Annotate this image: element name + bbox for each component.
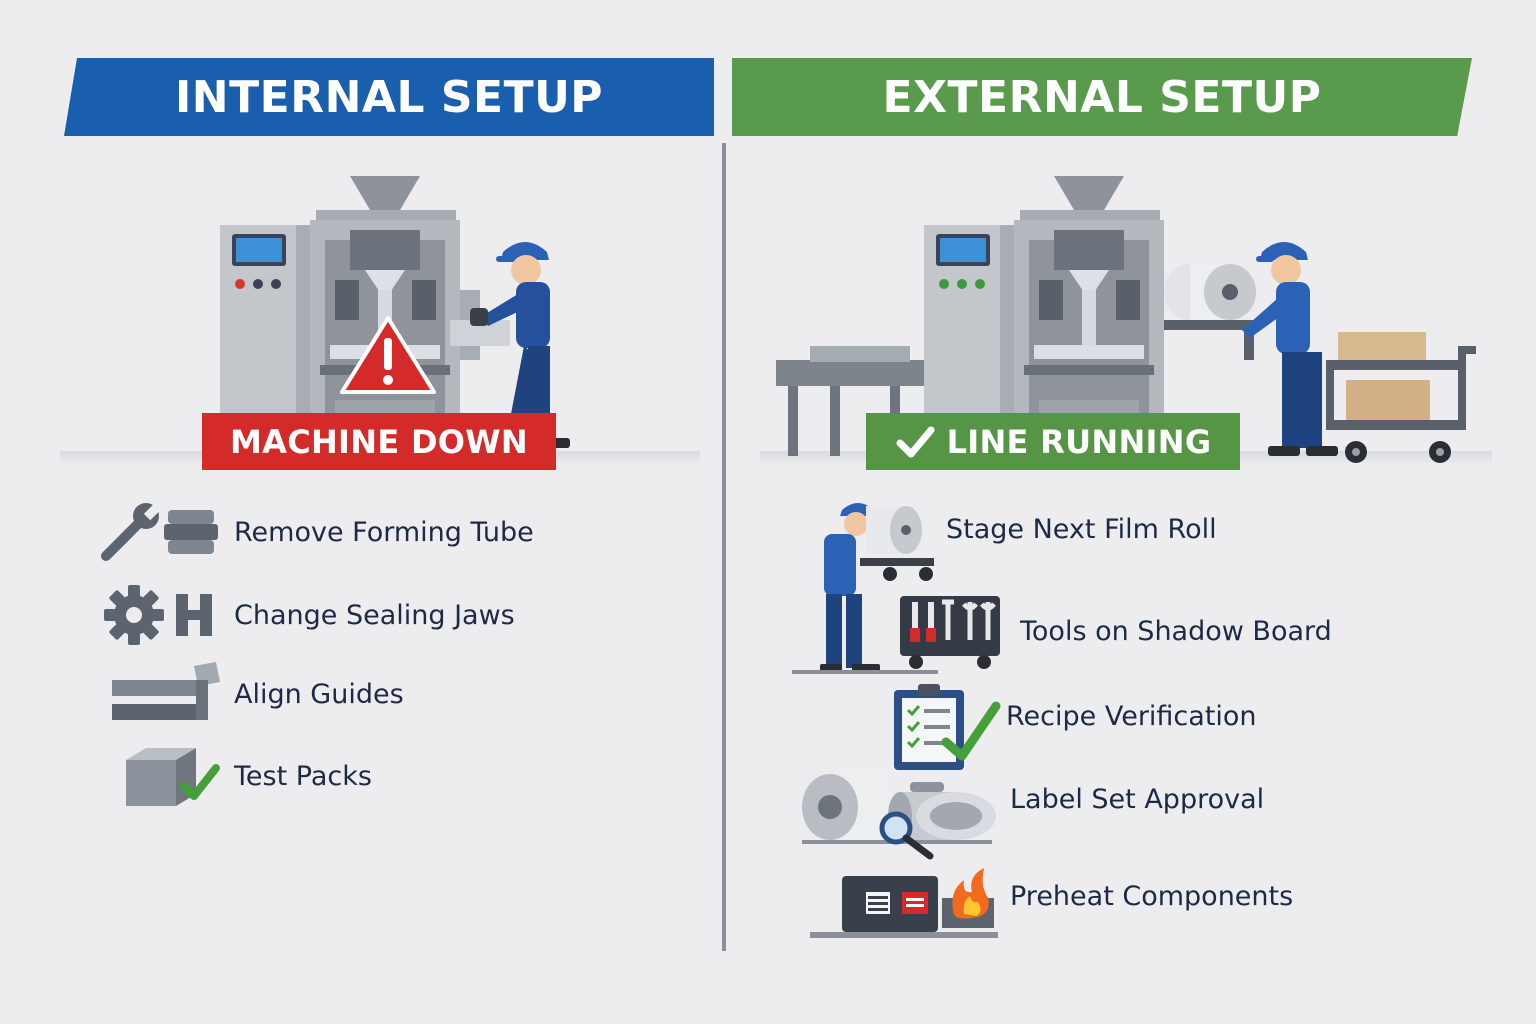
external-task-item: Label Set Approval xyxy=(800,766,1264,862)
tool-cart-icon xyxy=(900,596,1000,669)
external-setup-banner: EXTERNAL SETUP xyxy=(732,58,1472,136)
line-running-label: LINE RUNNING xyxy=(946,422,1212,461)
internal-setup-title: INTERNAL SETUP xyxy=(174,71,604,123)
worker-film-roll-icon xyxy=(792,503,938,674)
packaging-line-running-illustration xyxy=(776,176,1476,463)
internal-task-item: Remove Forming Tube xyxy=(98,498,534,566)
box-check-icon xyxy=(126,748,220,806)
task-label: Remove Forming Tube xyxy=(234,516,534,548)
task-label: Align Guides xyxy=(234,678,404,710)
task-label: Test Packs xyxy=(234,760,372,792)
guide-rails-icon xyxy=(112,662,220,720)
line-running-status: LINE RUNNING xyxy=(866,413,1240,470)
internal-task-item: Test Packs xyxy=(122,742,372,810)
packaging-machine-down-illustration xyxy=(220,176,570,450)
heater-flame-icon xyxy=(810,868,998,938)
task-label: Tools on Shadow Board xyxy=(1020,615,1332,647)
task-label: Stage Next Film Roll xyxy=(946,513,1217,545)
internal-task-item: Change Sealing Jaws xyxy=(104,584,515,646)
external-task-item: Stage Next Film Roll xyxy=(790,494,1217,674)
internal-task-item: Align Guides xyxy=(110,660,404,728)
external-task-item: Tools on Shadow Board xyxy=(898,590,1332,672)
external-task-item: Recipe Verification xyxy=(890,682,1257,772)
label-rolls-magnifier-icon xyxy=(802,774,996,860)
task-label: Recipe Verification xyxy=(1006,700,1257,732)
clipboard-check-icon xyxy=(894,684,1001,770)
internal-setup-banner: INTERNAL SETUP xyxy=(64,58,714,136)
wrench-tube-icon xyxy=(101,503,218,561)
machine-down-label: MACHINE DOWN xyxy=(229,422,528,461)
task-label: Preheat Components xyxy=(1010,880,1294,912)
center-divider xyxy=(722,143,726,951)
external-setup-title: EXTERNAL SETUP xyxy=(882,71,1322,123)
task-label: Label Set Approval xyxy=(1010,783,1265,815)
external-task-item: Preheat Components xyxy=(808,862,1293,940)
machine-down-status: MACHINE DOWN xyxy=(202,413,556,470)
task-label: Change Sealing Jaws xyxy=(234,599,515,631)
gear-jaws-icon xyxy=(104,585,212,645)
checkmark-icon xyxy=(896,426,935,457)
